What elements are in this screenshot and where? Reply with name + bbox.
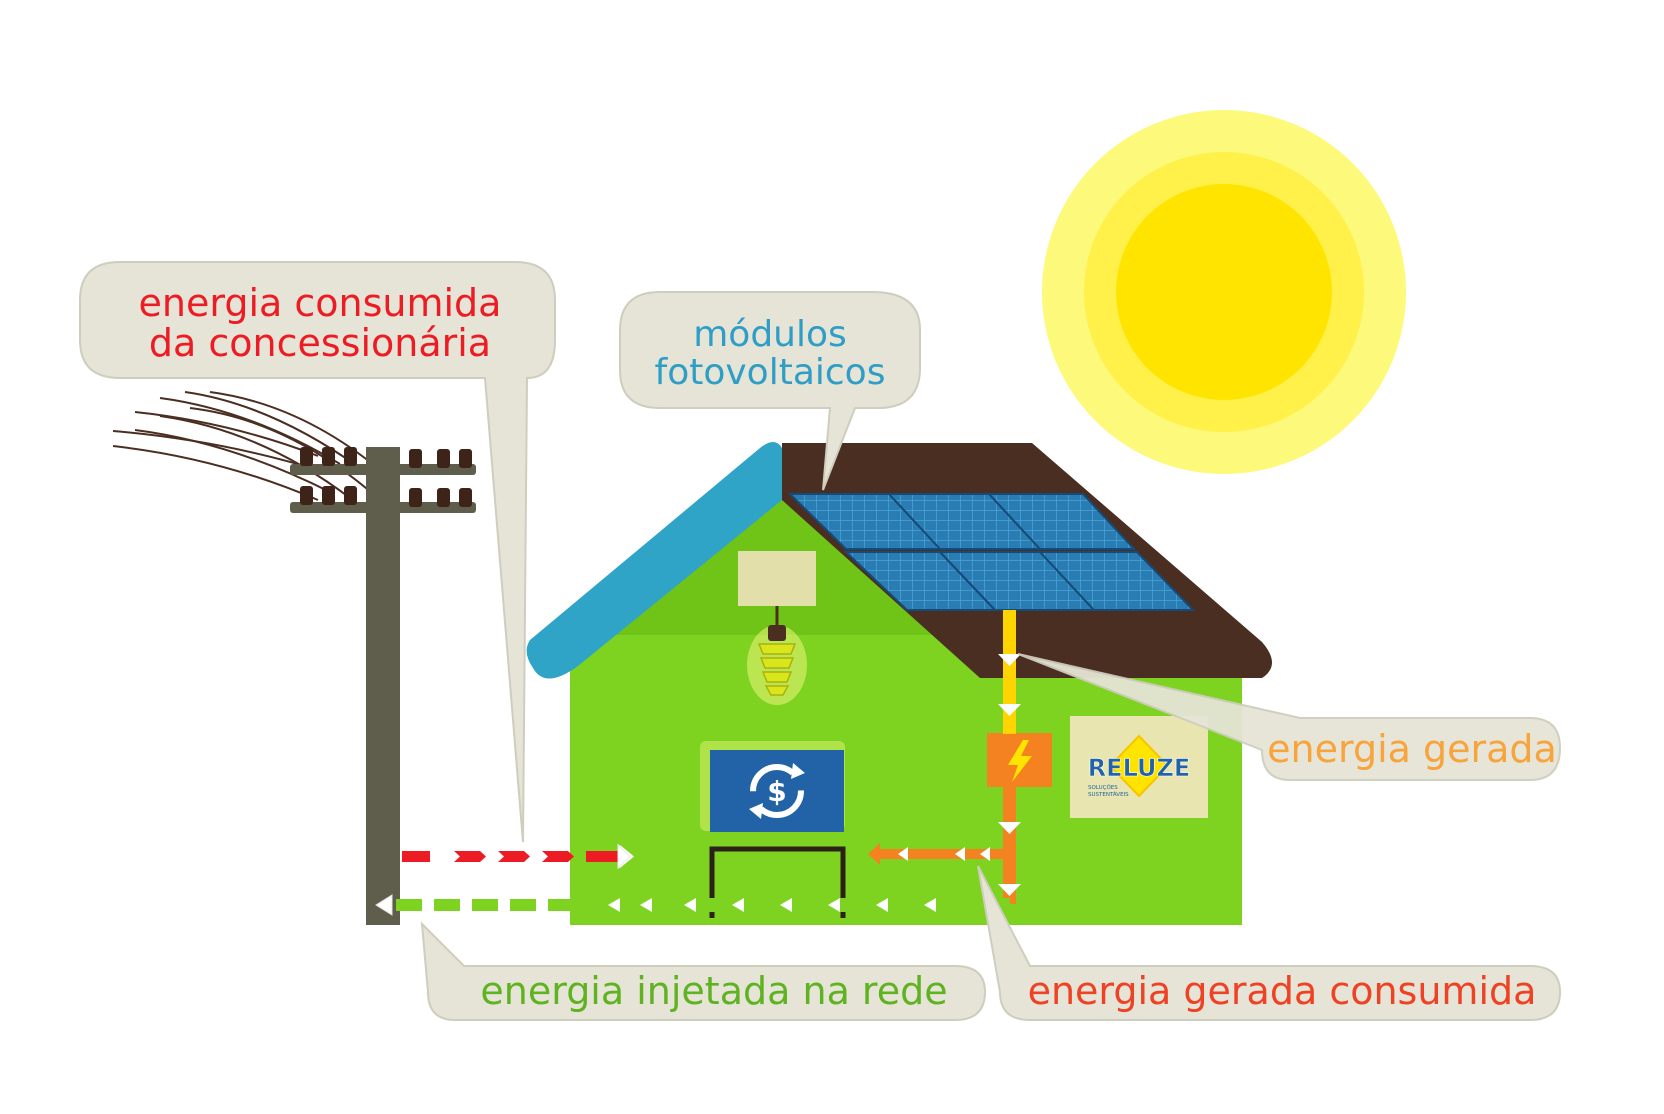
label-modules-2: fotovoltaicos — [655, 352, 886, 393]
callout-injected: energia injetada na rede — [420, 921, 987, 1021]
generated-flow — [998, 610, 1021, 904]
dollar-exchange-icon: $ — [749, 763, 805, 819]
logo-tagline-1: SOLUÇÕES — [1088, 784, 1118, 791]
svg-text:$: $ — [767, 775, 786, 808]
label-grid-consumed-2: da concessionária — [149, 321, 491, 365]
house: $ RELUZE SOLUÇÕES SUSTENTÁVEIS — [526, 442, 1272, 925]
bidirectional-meter: $ — [700, 741, 846, 918]
generated-consumed-flow — [868, 843, 1005, 865]
utility-pole-icon — [112, 391, 476, 925]
label-grid-consumed-1: energia consumida — [139, 281, 502, 325]
reluze-logo: RELUZE SOLUÇÕES SUSTENTÁVEIS — [1070, 716, 1208, 818]
attic-window — [738, 551, 816, 606]
roof-blue-left — [526, 442, 782, 679]
label-injected: energia injetada na rede — [480, 969, 947, 1013]
logo-tagline-2: SUSTENTÁVEIS — [1088, 791, 1129, 798]
label-generated-consumed: energia gerada consumida — [1028, 969, 1537, 1013]
lightning-bolt-icon — [1008, 740, 1032, 782]
light-bulb-icon — [747, 606, 807, 705]
injected-flow — [375, 894, 1010, 916]
callout-modules: módulos fotovoltaicos — [619, 291, 921, 491]
callout-grid-consumed: energia consumida da concessionária — [79, 261, 556, 843]
callout-generated-consumed: energia gerada consumida — [977, 865, 1562, 1021]
sun-icon — [1042, 110, 1406, 474]
label-generated: energia gerada — [1267, 727, 1557, 771]
label-modules-1: módulos — [693, 314, 847, 355]
logo-brand: RELUZE — [1088, 754, 1191, 782]
callout-generated: energia gerada — [1017, 653, 1562, 781]
solar-panels — [787, 493, 1196, 611]
inverter — [987, 733, 1052, 787]
